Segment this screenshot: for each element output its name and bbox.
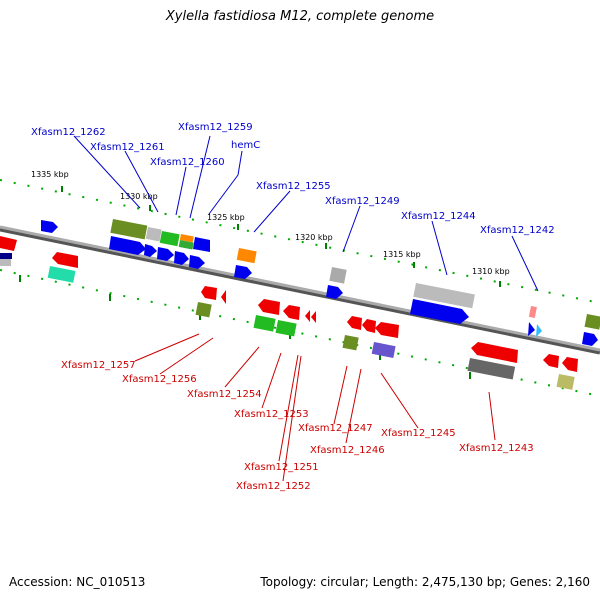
- gene-arrow[interactable]: [582, 332, 598, 346]
- gene-label-reverse[interactable]: Xfasm12_1254: [187, 389, 262, 400]
- gene-label-forward[interactable]: Xfasm12_1260: [150, 157, 225, 168]
- gene-arrow[interactable]: [193, 237, 210, 252]
- gene-block[interactable]: [47, 266, 76, 283]
- gene-block[interactable]: [253, 315, 276, 332]
- gene-label-forward[interactable]: Xfasm12_1261: [90, 142, 165, 153]
- gene-label-forward[interactable]: Xfasm12_1262: [31, 127, 106, 138]
- gene-arrow[interactable]: [375, 322, 399, 338]
- gene-block[interactable]: [342, 335, 359, 351]
- gene-block[interactable]: [413, 283, 475, 309]
- gene-block[interactable]: [0, 259, 11, 266]
- gene-block[interactable]: [528, 306, 537, 318]
- kbp-tick-label: 1310 kbp: [472, 267, 510, 276]
- gene-label-reverse[interactable]: Xfasm12_1256: [122, 374, 197, 385]
- gene-arrow[interactable]: [201, 286, 217, 300]
- accession-label: Accession: NC_010513: [9, 575, 146, 589]
- gene-block[interactable]: [145, 227, 162, 242]
- kbp-tick-label: 1335 kbp: [31, 170, 69, 179]
- kbp-tick-label: 1315 kbp: [383, 250, 421, 259]
- gene-label-forward[interactable]: hemC: [231, 140, 260, 151]
- gene-arrow[interactable]: [562, 357, 578, 372]
- gene-label-reverse[interactable]: Xfasm12_1257: [61, 360, 136, 371]
- gene-label-forward[interactable]: Xfasm12_1249: [325, 196, 400, 207]
- gene-block[interactable]: [329, 267, 347, 284]
- gene-block[interactable]: [159, 231, 180, 247]
- genome-stats-label: Topology: circular; Length: 2,475,130 bp…: [260, 575, 590, 589]
- gene-arrow[interactable]: [326, 285, 343, 299]
- gene-block[interactable]: [195, 302, 212, 318]
- gene-arrow[interactable]: [52, 252, 78, 268]
- gene-label-reverse[interactable]: Xfasm12_1246: [310, 445, 385, 456]
- gene-arrow[interactable]: [543, 354, 559, 368]
- gene-block[interactable]: [584, 314, 600, 330]
- backbone: [0, 225, 600, 352]
- gene-label-forward[interactable]: Xfasm12_1255: [256, 181, 331, 192]
- kbp-tick-label: 1320 kbp: [295, 233, 333, 242]
- gene-arrow[interactable]: [258, 299, 280, 315]
- gene-arrow[interactable]: [528, 322, 535, 336]
- gene-arrow[interactable]: [234, 265, 252, 279]
- gene-label-forward[interactable]: Xfasm12_1259: [178, 122, 253, 133]
- gene-block[interactable]: [179, 234, 194, 243]
- gene-arrow[interactable]: [347, 316, 362, 330]
- forward-callouts: [73, 135, 539, 292]
- gene-arrow[interactable]: [362, 319, 376, 333]
- kbp-tick-label: 1330 kbp: [120, 192, 158, 201]
- gene-block[interactable]: [275, 320, 297, 337]
- gene-arrow[interactable]: [471, 342, 518, 363]
- gene-block[interactable]: [556, 374, 575, 390]
- reverse-strand-genes: [0, 236, 578, 390]
- map-title: Xylella fastidiosa M12, complete genome: [165, 9, 435, 24]
- forward-strand-genes: [0, 219, 600, 346]
- gene-block[interactable]: [371, 342, 396, 358]
- gene-label-reverse[interactable]: Xfasm12_1251: [244, 462, 319, 473]
- gene-label-reverse[interactable]: Xfasm12_1247: [298, 423, 373, 434]
- kbp-tick-label: 1325 kbp: [207, 213, 245, 222]
- gene-arrow[interactable]: [189, 255, 205, 269]
- gene-block[interactable]: [178, 240, 194, 250]
- gene-label-reverse[interactable]: Xfasm12_1243: [459, 443, 534, 454]
- gene-block[interactable]: [110, 219, 148, 240]
- gene-arrow[interactable]: [305, 310, 310, 322]
- gene-label-reverse[interactable]: Xfasm12_1253: [234, 409, 309, 420]
- gene-label-forward[interactable]: Xfasm12_1244: [401, 211, 476, 222]
- gene-block[interactable]: [0, 253, 12, 259]
- gene-arrow[interactable]: [410, 299, 469, 324]
- gene-arrow[interactable]: [41, 220, 58, 233]
- gene-arrow[interactable]: [174, 251, 189, 265]
- backbone-shadow: [0, 226, 600, 355]
- gene-label-reverse[interactable]: Xfasm12_1252: [236, 481, 311, 492]
- reverse-callouts: [134, 333, 496, 482]
- gene-arrow[interactable]: [109, 236, 146, 255]
- gene-arrow[interactable]: [0, 236, 17, 251]
- gene-arrow[interactable]: [221, 290, 226, 304]
- gene-label-reverse[interactable]: Xfasm12_1245: [381, 428, 456, 439]
- gene-arrow[interactable]: [536, 324, 542, 337]
- gene-arrow[interactable]: [283, 305, 300, 320]
- gene-block[interactable]: [467, 357, 516, 380]
- gene-arrow[interactable]: [144, 244, 157, 257]
- gene-arrow[interactable]: [157, 247, 174, 261]
- gene-block[interactable]: [236, 248, 257, 264]
- gene-arrow[interactable]: [311, 311, 316, 323]
- gene-label-forward[interactable]: Xfasm12_1242: [480, 225, 555, 236]
